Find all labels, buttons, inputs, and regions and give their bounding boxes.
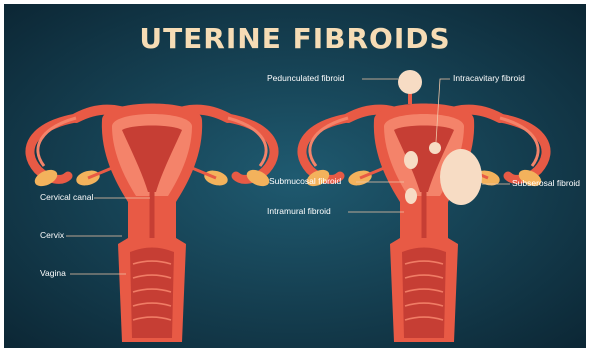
label-submucosal-fibroid: Submucosal fibroid — [269, 176, 341, 186]
fibroid-fill — [429, 142, 441, 154]
label-cervix: Cervix — [40, 230, 64, 240]
label-pedunculated-fibroid: Pedunculated fibroid — [267, 73, 345, 83]
fibroid-fill — [440, 149, 482, 205]
fibroid-fill — [398, 70, 422, 94]
label-vagina: Vagina — [40, 268, 66, 278]
label-intracavitary-fibroid: Intracavitary fibroid — [453, 73, 525, 83]
fibroid-fill — [405, 188, 417, 204]
label-cervical-canal: Cervical canal — [40, 192, 93, 202]
label-subserosal-fibroid: Subserosal fibroid — [512, 178, 580, 188]
fibroid-fill — [404, 151, 418, 169]
illustration-panel: UTERINE FIBROIDS Cervical canal Cervix V… — [4, 4, 586, 348]
page-title: UTERINE FIBROIDS — [4, 22, 586, 55]
label-intramural-fibroid: Intramural fibroid — [267, 206, 331, 216]
